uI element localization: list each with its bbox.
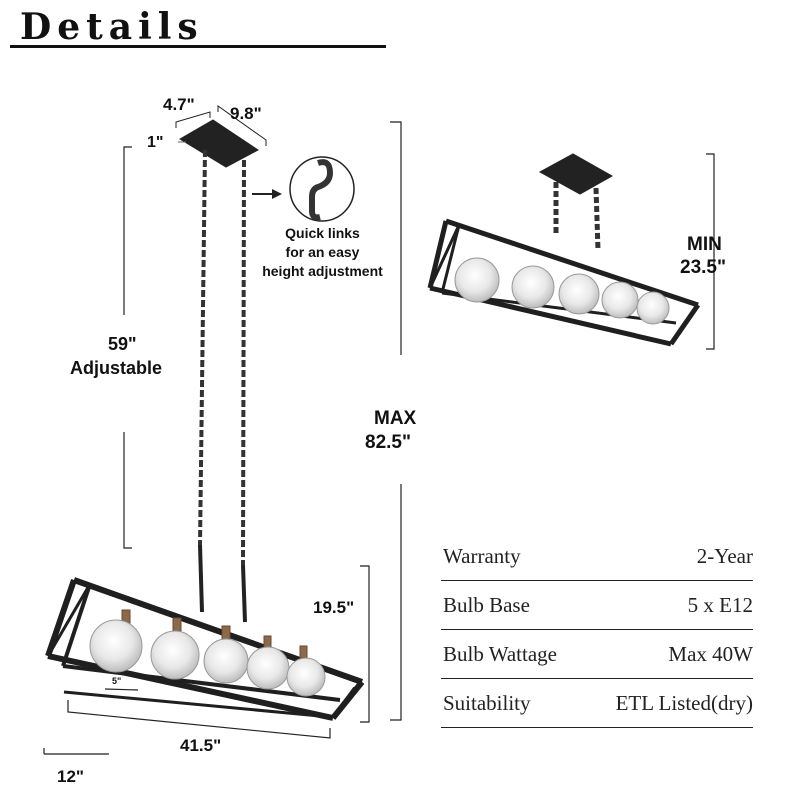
spec-value: Max 40W: [668, 642, 753, 666]
canopy-length-label: 9.8": [230, 104, 262, 123]
max-dim-bottom: [390, 484, 402, 721]
bulbs: [89, 609, 326, 697]
spec-row-bulb-base: Bulb Base 5 x E12: [441, 581, 753, 630]
chain-length-label: 59": [108, 334, 137, 354]
chain-left: [198, 149, 207, 546]
bulb-spacing-label: 5": [112, 676, 122, 686]
chain-adjustable-label: Adjustable: [70, 358, 163, 378]
fixture-length-label: 41.5": [180, 736, 222, 755]
spec-label: Bulb Wattage: [443, 642, 557, 666]
dimension-lines: [43, 121, 715, 755]
rod-right: [241, 564, 247, 623]
spec-label: Suitability: [443, 691, 531, 715]
spec-value: 5 x E12: [687, 593, 753, 617]
max-dim-top: [390, 121, 402, 355]
bulb-spacing-dim: [104, 688, 139, 691]
quick-link-callout: [252, 156, 355, 222]
min-value: 23.5": [680, 257, 726, 278]
spec-label: Bulb Base: [443, 593, 530, 617]
spec-row-bulb-wattage: Bulb Wattage Max 40W: [441, 630, 753, 679]
canopy-width-bracket: [175, 111, 211, 128]
chain-dim-top: [123, 146, 132, 315]
fixture-height-label: 19.5": [313, 598, 355, 617]
max-value: 82.5": [365, 432, 411, 453]
main-fixture: [45, 105, 365, 721]
rod-left: [198, 544, 204, 613]
canopy-height-label: 1": [147, 134, 164, 151]
canopy-length-bracket: [217, 105, 267, 146]
title-underline: [10, 45, 386, 48]
fixture-width-label: 12": [57, 767, 84, 786]
fixture-height-dim: [360, 565, 370, 723]
canopy-width-label: 4.7": [163, 95, 195, 114]
spec-label: Warranty: [443, 544, 521, 568]
page-title: Details: [20, 6, 204, 48]
min-fixture: [427, 153, 701, 347]
quick-links-line2: for an easy: [285, 244, 360, 260]
quick-links-note: Quick links for an easy height adjustmen…: [250, 224, 395, 281]
fixture-length-dim: [67, 700, 331, 739]
quick-link-magnifier: [289, 156, 355, 222]
spec-table: Warranty 2-Year Bulb Base 5 x E12 Bulb W…: [441, 532, 753, 728]
chain-right: [241, 159, 246, 566]
min-canopy: [538, 153, 614, 195]
spec-value: 2-Year: [696, 544, 753, 568]
quick-links-line3: height adjustment: [262, 263, 383, 279]
spec-row-suitability: Suitability ETL Listed(dry): [441, 679, 753, 728]
chain-dim-bottom: [123, 432, 132, 549]
max-label: MAX: [374, 408, 417, 429]
min-label: MIN: [687, 234, 722, 255]
spec-value: ETL Listed(dry): [615, 691, 753, 715]
quick-links-line1: Quick links: [285, 225, 360, 241]
min-dim: [706, 153, 715, 350]
spec-row-warranty: Warranty 2-Year: [441, 532, 753, 581]
canopy-plate: [179, 119, 259, 168]
